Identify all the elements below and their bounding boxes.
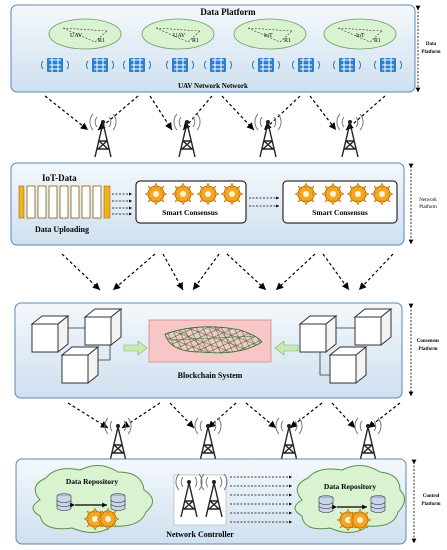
gear-icon xyxy=(294,182,318,206)
gear-icon xyxy=(144,182,168,206)
uav-cloud-2: UAV R1 xyxy=(141,18,215,50)
gear-icon xyxy=(348,508,372,532)
block-cube xyxy=(354,308,392,346)
iot-data-title: IoT-Data xyxy=(42,173,77,183)
repository-cloud xyxy=(294,465,405,533)
cell-tower-icon xyxy=(275,417,303,462)
data-upload-pipes xyxy=(18,185,111,219)
cloud-node-label: R1 xyxy=(98,38,105,44)
data-repository-right: Data Repository xyxy=(294,465,405,533)
cloud-node-label: R1 xyxy=(374,38,381,44)
blockchain-system-label: Blockchain System xyxy=(178,371,243,380)
iot-cloud-2: IoT R1 xyxy=(323,18,397,50)
cell-tower-icon xyxy=(173,113,201,158)
side-label: Network xyxy=(419,198,437,203)
gear-icon xyxy=(220,182,244,206)
data-repository-left: Data Repository xyxy=(32,465,153,533)
data-platform-layer: Data Platform UAV R1 UAV R1 IoT R1 IoT R… xyxy=(10,4,441,93)
smart-consensus-box-1: Smart Consensus xyxy=(135,180,247,224)
side-label: Consensus xyxy=(417,339,440,344)
side-label: Platform xyxy=(419,205,437,210)
side-label: Data xyxy=(426,42,437,47)
data-platform-title: Data Platform xyxy=(200,7,256,17)
side-label: Platform xyxy=(418,347,438,352)
data-uploading-label: Data Uploading xyxy=(35,225,89,234)
database-icon xyxy=(318,495,334,513)
uav-network-icons xyxy=(40,57,403,73)
consensus-link-arrows xyxy=(249,196,279,208)
tower-row-1 xyxy=(89,113,364,158)
control-platform-layer: Data Repository Data Repository xyxy=(15,458,441,545)
cell-tower-icon xyxy=(336,113,364,158)
cell-tower-icon xyxy=(194,417,222,462)
gear-icon xyxy=(321,182,345,206)
gear-icon xyxy=(196,182,220,206)
blockchain-visual xyxy=(148,319,272,363)
block-cube xyxy=(31,315,69,353)
tower-row-2 xyxy=(104,417,382,462)
block-cube xyxy=(329,346,367,384)
green-right-arrow xyxy=(123,340,148,356)
gear-icon xyxy=(346,182,370,206)
cloud-node-label: IoT xyxy=(264,33,273,39)
database-icon xyxy=(110,493,126,511)
data-repository-label: Data Repository xyxy=(66,477,119,486)
green-left-arrow xyxy=(274,340,299,356)
cloud-node-label: R1 xyxy=(284,38,291,44)
network-controller-label: Network Controller xyxy=(166,530,234,539)
block-cube xyxy=(84,308,122,346)
side-label: Platform xyxy=(421,502,441,507)
control-towers xyxy=(173,473,228,526)
gear-icon xyxy=(370,182,394,206)
cloud-node-label: UAV xyxy=(173,33,186,39)
cell-tower-icon xyxy=(89,113,117,158)
side-label: Control xyxy=(423,494,440,499)
cell-tower-icon xyxy=(354,417,382,462)
database-icon xyxy=(370,495,386,513)
uav-network-label: UAV Network Network xyxy=(178,82,248,90)
database-icon xyxy=(56,493,72,511)
cloud-node-label: IoT xyxy=(356,33,365,39)
smart-consensus-box-2: Smart Consensus xyxy=(282,180,398,224)
right-cube-cluster xyxy=(299,308,392,384)
side-label: Platform xyxy=(421,50,441,55)
block-cube xyxy=(299,315,337,353)
iot-cloud-1: IoT R1 xyxy=(233,18,307,50)
repository-cloud xyxy=(32,465,153,533)
network-platform-layer: IoT-Data Data Uploading Smart Consen xyxy=(10,162,437,246)
left-cube-cluster xyxy=(31,308,122,384)
uav-cloud-1: UAV R1 xyxy=(48,18,122,50)
cell-tower-icon xyxy=(254,113,282,158)
cloud-node-label: R1 xyxy=(192,38,199,44)
smart-consensus-label: Smart Consensus xyxy=(162,208,218,217)
smart-consensus-label: Smart Consensus xyxy=(312,208,368,217)
blockchain-mesh xyxy=(164,326,263,354)
data-repository-label: Data Repository xyxy=(324,482,377,491)
link-arrows-3 xyxy=(67,402,401,429)
cloud-node-label: UAV xyxy=(70,33,83,39)
block-cube xyxy=(61,346,99,384)
uplink-arrows-1 xyxy=(44,95,386,131)
link-arrows-2 xyxy=(61,253,394,291)
gear-icon xyxy=(171,182,195,206)
gear-icon xyxy=(96,507,120,531)
consensus-platform-layer: Blockchain System Consensus Platform xyxy=(14,302,440,399)
